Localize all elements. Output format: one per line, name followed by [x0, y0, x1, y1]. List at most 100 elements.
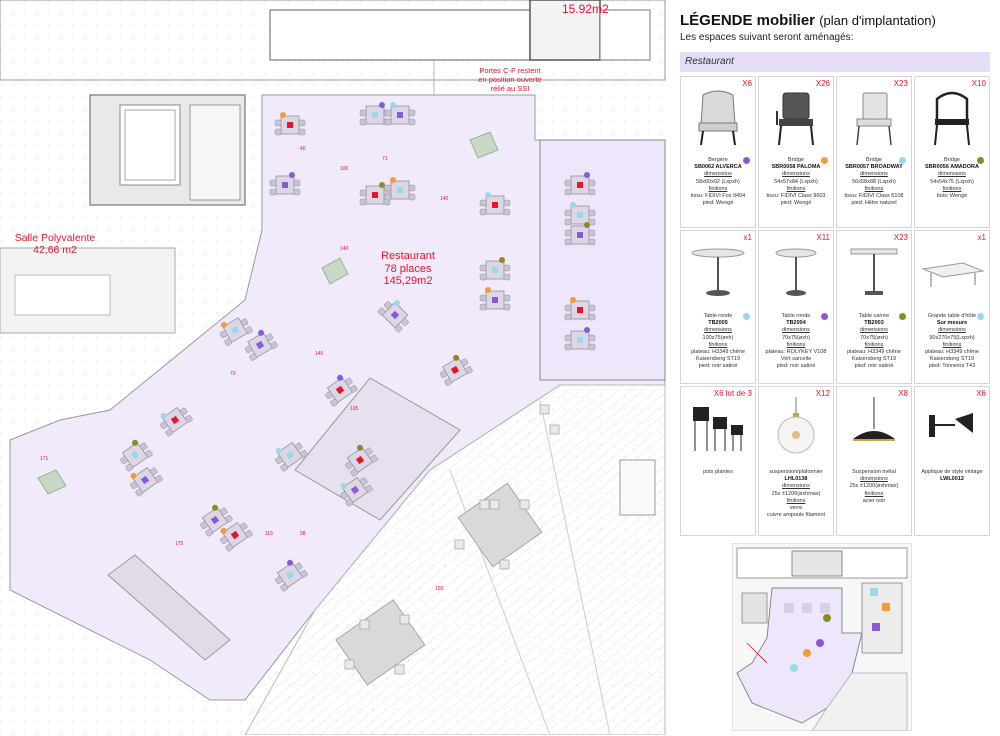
room-label-restaurant: Restaurant 78 places 145,29m2: [358, 250, 458, 288]
item-quantity: X12: [815, 389, 830, 398]
table-group: [359, 182, 391, 206]
item-color-marker: [821, 157, 828, 164]
item-ref: LHL0138: [784, 476, 808, 483]
item-finishes-label: finitions: [864, 490, 884, 497]
legend-section-restaurant: Restaurant: [680, 52, 990, 72]
item-ref: TB2005: [708, 320, 728, 327]
legend-title-sub: (plan d'implantation): [819, 13, 936, 28]
table-group: [384, 102, 416, 126]
terrace-chair: [394, 664, 405, 675]
item-ref: SB0062 ALVERCA: [694, 164, 742, 171]
furniture-image: [698, 90, 738, 146]
table-group: [325, 374, 358, 407]
fire-door-note: Portes C-F restent en position ouverte r…: [455, 66, 565, 93]
item-finish-1: plateau: H3349 chêne Kaisersberg ST19: [925, 349, 979, 363]
item-dimensions-label: dimensions: [860, 327, 888, 334]
table-group: [340, 476, 373, 507]
table-group: [479, 257, 511, 281]
item-finish-2: pied: Tonneins T43: [928, 363, 976, 370]
item-ref: LWL0012: [940, 476, 964, 483]
minimap-drawing: [731, 542, 913, 732]
item-quantity: X11: [816, 233, 830, 242]
dimension-label: 171: [40, 456, 49, 462]
furniture-image: [776, 92, 814, 146]
terrace-chair: [539, 404, 550, 415]
dimension-label: 98: [300, 531, 306, 537]
furniture-legend: LÉGENDE mobilier (plan d'implantation) L…: [676, 6, 990, 536]
dimension-label: 140: [440, 196, 449, 202]
table-group: [275, 441, 308, 472]
item-finish-2: pied: Wengé: [780, 200, 812, 207]
item-dimensions-label: dimensions: [704, 327, 732, 334]
item-dimensions: 70x75(øxh): [860, 334, 888, 341]
item-finish-2: pied: noir satiné: [776, 363, 816, 370]
item-type: Table ronde: [703, 313, 733, 319]
fire-door-note-line1: Portes C-F restent: [479, 66, 541, 75]
item-finish-1: tissu: FIDIVI Fox 9404: [690, 193, 746, 200]
fire-door-note-line3: relié au SSI: [490, 84, 530, 93]
table-group: [244, 329, 278, 361]
item-ref: TB2003: [864, 320, 884, 327]
item-finish-2: cuivre ampoule filament: [766, 512, 826, 519]
item-dimensions: 58x60x92 (Lxpxh): [696, 178, 740, 185]
item-dimensions: 54x54x75 (Lxpxh): [930, 178, 974, 185]
table-group: [564, 297, 596, 321]
item-quantity: x1: [977, 233, 986, 242]
salle-area: 42,66 m2: [33, 244, 77, 256]
item-type: Bridge: [944, 157, 960, 163]
item-dimensions-label: dimensions: [860, 171, 888, 178]
item-quantity: X8: [898, 389, 908, 398]
item-dimensions: 56x58x88 (Lxpxh): [852, 178, 896, 185]
dimension-label: 145: [315, 351, 324, 357]
dimension-label: 150: [435, 586, 444, 592]
dimension-label: 140: [340, 246, 349, 252]
item-color-marker: [743, 157, 750, 164]
furniture-image: [691, 248, 745, 296]
table-group: [275, 559, 308, 592]
table-group: [160, 406, 193, 437]
item-quantity: X6: [742, 79, 752, 88]
item-dimensions: 100x75(øxh): [702, 334, 734, 341]
item-type: Bergère: [708, 157, 728, 163]
table-group: [130, 466, 163, 497]
item-finish-2: pied: Wengé: [702, 200, 734, 207]
area-label-top: 15.92m2: [562, 2, 609, 16]
item-finish-2: pied: noir satiné: [854, 363, 894, 370]
terrace-chair: [454, 539, 465, 550]
item-finishes-label: finitions: [942, 185, 962, 192]
legend-title-main: LÉGENDE mobilier: [680, 12, 816, 29]
site-minimap: [731, 542, 913, 732]
item-ref: SBR0056 AMADORA: [925, 164, 979, 171]
item-finishes-label: finitions: [786, 341, 806, 348]
dimension-label: 71: [382, 156, 388, 162]
dimension-label: 100: [340, 166, 349, 172]
item-color-marker: [899, 313, 906, 320]
item-quantity: X6: [976, 389, 986, 398]
item-color-marker: [899, 157, 906, 164]
item-finish-1: plateau: H3349 chêne Kaisersberg ST19: [847, 349, 901, 363]
item-quantity: x1: [743, 233, 752, 242]
item-finish-1: tissu: FIDIVI Class 9603: [766, 193, 826, 200]
furniture-image: [934, 91, 970, 146]
dimension-label: 70: [230, 371, 236, 377]
furniture-image: [775, 248, 817, 296]
table-group: [345, 444, 378, 477]
legend-title: LÉGENDE mobilier (plan d'implantation): [680, 12, 936, 29]
item-finishes-label: finitions: [708, 341, 728, 348]
table-group: [479, 287, 511, 311]
